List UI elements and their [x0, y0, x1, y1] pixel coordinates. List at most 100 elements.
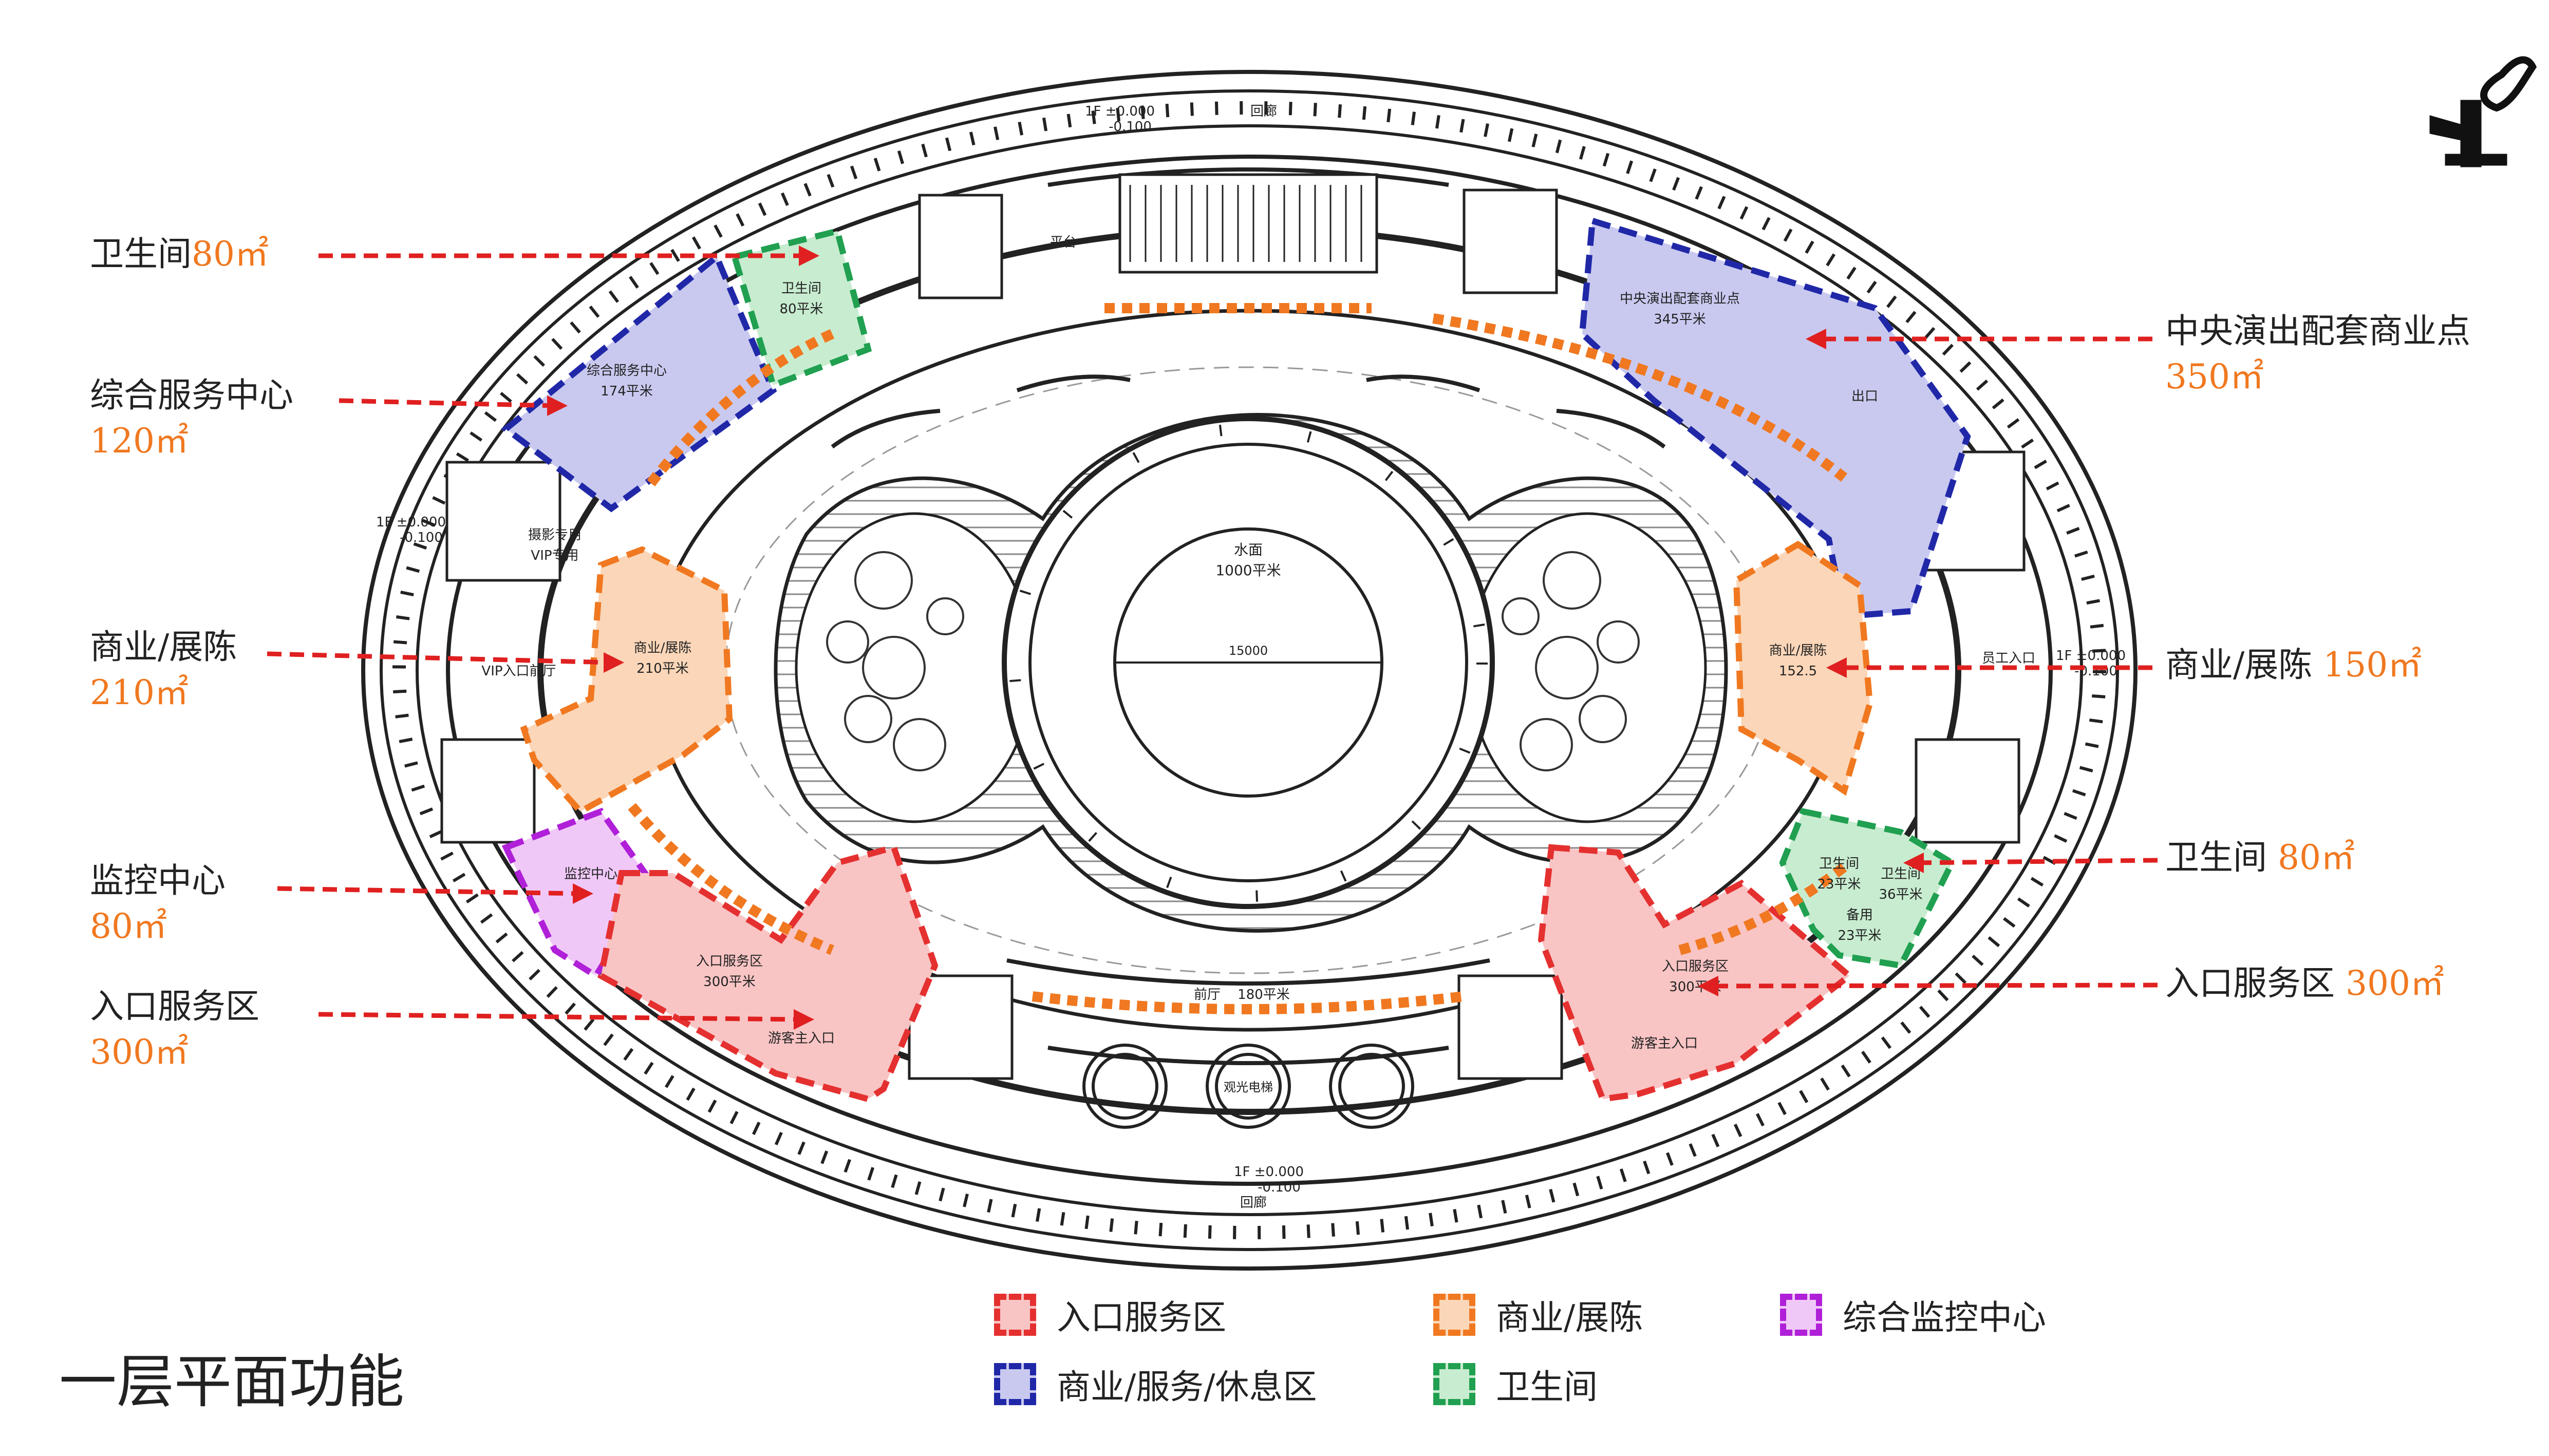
callout-left-monitor: 监控中心 80㎡ — [90, 858, 226, 949]
left-trees — [826, 551, 964, 771]
callout-left-entrance: 入口服务区 300㎡ — [90, 984, 259, 1075]
callout-area: 150㎡ — [2323, 645, 2422, 685]
lbl-exit-ne: 出口 — [1851, 389, 1878, 404]
zones — [501, 217, 1971, 1103]
water-label: 水面 — [1234, 541, 1263, 558]
lbl-restroom-nw: 卫生间 — [781, 281, 821, 296]
left-garden — [795, 512, 1034, 823]
callout-right-commercial-center: 中央演出配套商业点 350㎡ — [2165, 308, 2470, 400]
legend-label: 入口服务区 — [1057, 1298, 1226, 1337]
plan-text: 综合服务中心 174平米 卫生间 80平米 中央演出配套商业点 345平米 出口… — [376, 104, 2126, 1211]
lbl-corridor-top: 回廊 — [1250, 104, 1277, 119]
callout-label: 商业/展陈 — [2165, 645, 2313, 685]
pointer-arrows — [267, 253, 2158, 1022]
lbl-level-left: 1F ±0.000 — [376, 515, 446, 530]
lbl-commercial-ne-area: 345平米 — [1654, 312, 1706, 327]
lbl-restroom-nw-area: 80平米 — [779, 301, 823, 317]
zone-commercial-e — [1733, 540, 1873, 796]
lbl-entrance-e: 入口服务区 — [1662, 959, 1729, 974]
callout-label: 中央演出配套商业点 — [2165, 311, 2470, 351]
lbl-level-right: 1F ±0.000 — [2056, 648, 2126, 664]
callout-label: 入口服务区 — [90, 987, 259, 1026]
lbl-vip-entry-e: 员工入口 — [1982, 651, 2035, 666]
lbl-vip-hall: VIP入口前厅 — [481, 664, 556, 679]
callout-area: 350㎡ — [2165, 357, 2264, 397]
callout-area: 80㎡ — [192, 234, 269, 274]
lbl-commercial-e-area: 152.5 — [1779, 664, 1817, 679]
lbl-monitor: 监控中心 — [564, 866, 617, 882]
legend-swatch-service — [994, 1363, 1036, 1405]
lbl-stage: 平台 — [1050, 235, 1077, 250]
callout-left-restroom: 卫生间80㎡ — [90, 231, 269, 277]
lbl-vip-b: VIP专用 — [531, 548, 578, 563]
lbl-level-top-b: -0.100 — [1109, 119, 1152, 135]
lbl-entrance-w-door: 游客主入口 — [768, 1031, 835, 1046]
pointer-arrowheads — [547, 245, 1924, 1030]
elevator-label: 观光电梯 — [1224, 1080, 1273, 1094]
lbl-entrance-w: 入口服务区 — [696, 954, 763, 969]
legend-restroom: 卫生间 — [1433, 1358, 1598, 1410]
callout-area: 120㎡ — [90, 421, 189, 461]
lbl-level-top: 1F ±0.000 — [1085, 104, 1155, 119]
lbl-restroom-e3-area: 23平米 — [1838, 928, 1881, 943]
callout-area: 80㎡ — [2277, 838, 2355, 877]
right-garden — [1468, 512, 1707, 823]
callout-right-restroom: 卫生间 80㎡ — [2165, 835, 2355, 880]
inner-plaza: 水面 1000平米 15000 — [774, 413, 1728, 933]
stair-lines — [1129, 185, 1362, 262]
lbl-level-bottom: 1F ±0.000 — [1234, 1164, 1304, 1180]
callout-label: 入口服务区 — [2165, 963, 2335, 1003]
elevator-group — [1082, 1044, 1414, 1129]
water-ring-inner — [1028, 443, 1468, 882]
lbl-service-center: 综合服务中心 — [587, 363, 667, 379]
lbl-hall-s-area: 180平米 — [1238, 987, 1290, 1003]
zone-entrance-e — [1538, 844, 1854, 1103]
callout-right-entrance: 入口服务区 300㎡ — [2165, 960, 2444, 1006]
lbl-hall-s: 前厅 — [1194, 987, 1221, 1003]
callout-area: 300㎡ — [90, 1032, 189, 1072]
lbl-corridor-bottom: 回廊 — [1240, 1195, 1267, 1211]
lbl-entrance-e-door: 游客主入口 — [1631, 1036, 1698, 1051]
legend-swatch-commercial — [1433, 1294, 1475, 1336]
callout-area: 210㎡ — [90, 673, 189, 713]
right-trees — [1502, 551, 1640, 771]
lbl-entrance-w-area: 300平米 — [703, 974, 756, 990]
lbl-vip-a: 摄影专用 — [528, 527, 582, 543]
callout-area: 300㎡ — [2345, 963, 2444, 1003]
water-area: 1000平米 — [1215, 562, 1281, 579]
arc-walls — [831, 167, 1666, 1065]
lbl-commercial-w: 商业/展陈 — [634, 640, 692, 656]
zone-entrance-w — [597, 843, 939, 1103]
lbl-commercial-w-area: 210平米 — [636, 661, 689, 676]
callout-left-commercial: 商业/展陈 210㎡ — [90, 624, 237, 715]
legend-service: 商业/服务/休息区 — [994, 1358, 1317, 1410]
lbl-restroom-e1: 卫生间 — [1819, 856, 1859, 872]
lbl-restroom-e1-area: 23平米 — [1817, 877, 1861, 892]
lbl-commercial-ne: 中央演出配套商业点 — [1620, 291, 1740, 307]
legend-monitor: 综合监控中心 — [1780, 1289, 2046, 1340]
legend-label: 综合监控中心 — [1843, 1298, 2046, 1337]
legend-label: 卫生间 — [1496, 1367, 1598, 1407]
lbl-level-left-b: -0.100 — [400, 530, 443, 545]
legend-swatch-restroom — [1433, 1363, 1475, 1405]
legend-swatch-monitor — [1780, 1294, 1822, 1336]
lbl-restroom-e2: 卫生间 — [1881, 866, 1921, 882]
lbl-level-bottom-b: -0.100 — [1258, 1180, 1301, 1195]
callout-label: 监控中心 — [90, 861, 226, 900]
callout-label: 商业/展陈 — [90, 627, 237, 667]
legend-label: 商业/展陈 — [1496, 1298, 1643, 1337]
lbl-restroom-e2-area: 36平米 — [1879, 887, 1922, 902]
lbl-commercial-e: 商业/展陈 — [1769, 643, 1827, 658]
zone-restroom-e — [1779, 808, 1956, 969]
water-ring-posts — [1009, 423, 1488, 902]
zone-service-center — [501, 252, 777, 513]
callout-area: 80㎡ — [90, 906, 167, 947]
callout-right-commercial: 商业/展陈 150㎡ — [2165, 642, 2422, 688]
callout-label: 卫生间 — [90, 234, 192, 274]
callout-label: 综合服务中心 — [90, 375, 293, 415]
legend-commercial: 商业/展陈 — [1433, 1289, 1643, 1340]
north-arrow-icon — [2429, 56, 2537, 167]
callout-label: 卫生间 — [2165, 838, 2267, 877]
page-title: 一层平面功能 — [59, 1349, 404, 1415]
